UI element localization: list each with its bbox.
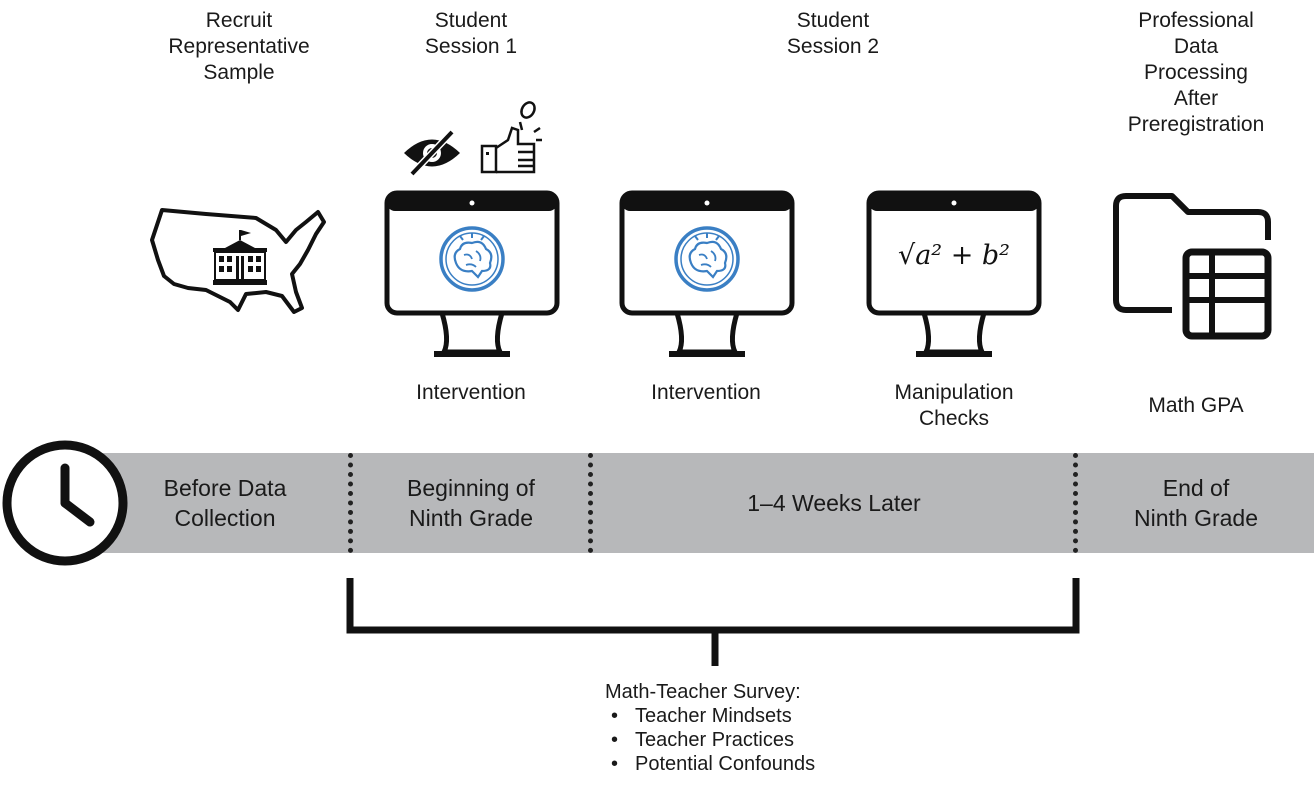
brain-icon xyxy=(439,226,505,292)
thumbs-up-icon xyxy=(480,101,542,174)
survey-bracket xyxy=(346,578,1080,666)
timeline-segment-beginning: Beginning of Ninth Grade xyxy=(407,475,535,531)
survey-title: Math-Teacher Survey: xyxy=(605,681,801,703)
stage-heading-processing: Professional Data Processing After Prere… xyxy=(1127,9,1265,136)
school-building-icon xyxy=(213,230,267,285)
clock-icon xyxy=(2,440,128,566)
us-map-icon xyxy=(150,208,326,314)
timeline-segment-end: End of Ninth Grade xyxy=(1133,475,1258,531)
survey-block: Math-Teacher Survey: Teacher Mindsets Te… xyxy=(605,680,815,776)
timeline-segment-before: Before Data Collection xyxy=(163,475,287,531)
timeline-divider xyxy=(348,453,353,553)
stage-caption-gpa: Math GPA xyxy=(1148,394,1244,417)
timeline-divider xyxy=(1073,453,1078,553)
stage-caption-checks: Manipulation Checks xyxy=(894,381,1014,430)
stage-caption-session2: Intervention xyxy=(651,381,761,404)
stage-heading-recruit: Recruit Representative Sample xyxy=(168,9,310,84)
stage-caption-session1: Intervention xyxy=(416,381,526,404)
hidden-eye-icon xyxy=(404,130,460,176)
survey-item: Teacher Mindsets xyxy=(611,704,815,728)
survey-item: Teacher Practices xyxy=(611,728,815,752)
timeline-segment-weeks-later: 1–4 Weeks Later xyxy=(747,490,921,516)
monitor-icon xyxy=(866,190,1042,357)
stage-heading-session2: Student Session 2 xyxy=(786,9,880,58)
stage-heading-session1: Student Session 1 xyxy=(424,9,518,58)
survey-list: Teacher Mindsets Teacher Practices Poten… xyxy=(605,704,815,776)
formula-text: √a² + b² xyxy=(897,240,1011,271)
survey-item: Potential Confounds xyxy=(611,752,815,776)
timeline-bar xyxy=(60,453,1314,553)
timeline-divider xyxy=(588,453,593,553)
brain-icon xyxy=(674,226,740,292)
folder-table-icon xyxy=(1113,193,1272,340)
